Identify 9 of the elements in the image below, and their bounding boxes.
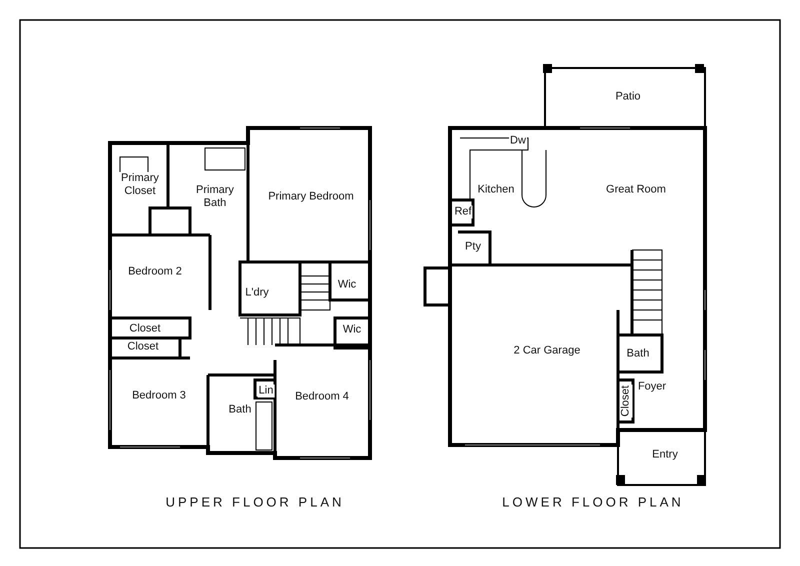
room-label: Ref [453,206,473,218]
room-label: Primary Bedroom [267,190,355,204]
room-label: Closet [620,384,632,418]
room-label: Pty [464,240,482,254]
room-label: 2 Car Garage [512,344,582,358]
room-label: Foyer [636,380,668,394]
room-label: L'dry [244,286,270,300]
room-label: Entry [651,448,679,462]
room-label: Lin [258,384,274,398]
